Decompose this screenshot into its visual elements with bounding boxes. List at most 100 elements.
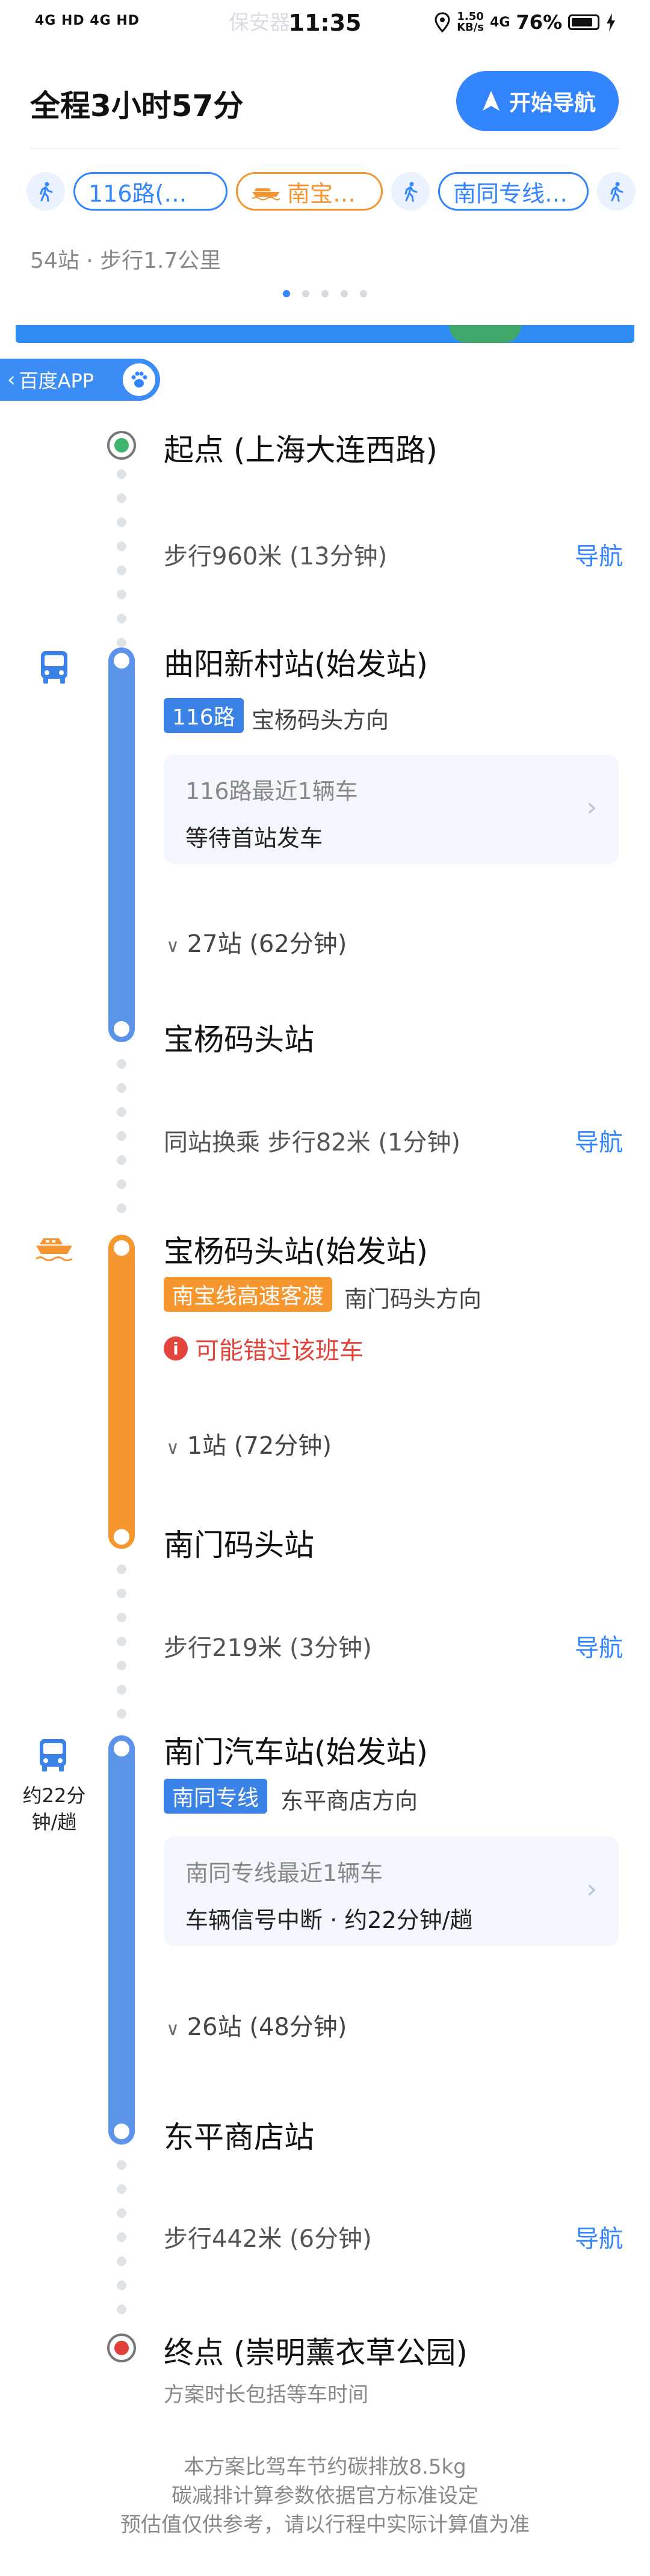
start-navigation-button[interactable]: 开始导航: [456, 71, 619, 131]
station-node: [111, 2120, 132, 2142]
status-time: 11:35: [288, 10, 362, 36]
chip-bus-116[interactable]: 116路(…: [73, 172, 228, 211]
direction-ferry: 南门码头方向: [344, 1286, 482, 1312]
walk-dot: [117, 2208, 126, 2218]
carbon-line-3: 预估值仅供参考，请以行程中实际计算值为准: [120, 2513, 530, 2537]
station-node: [111, 1018, 132, 1040]
walk-dot: [117, 2160, 126, 2170]
walk-dot: [117, 2232, 126, 2242]
walk-chip-icon: [391, 172, 430, 211]
walk-dot: [117, 1564, 126, 1574]
end-point: 终点 (崇明薰衣草公园): [164, 2335, 468, 2370]
station-baoyang-ferry: 宝杨码头站(始发站): [164, 1234, 429, 1269]
end-note: 方案时长包括等车时间: [164, 2383, 368, 2407]
walk-dot: [117, 1661, 126, 1670]
walk-chip-icon: [597, 172, 636, 211]
stops-expander-ferry[interactable]: ∨ 1站 (72分钟): [166, 1432, 332, 1460]
direction-nantong: 东平商店方向: [280, 1788, 418, 1814]
route-summary: 54站 · 步行1.7公里: [30, 249, 221, 273]
realtime-bus-card-116[interactable]: 116路最近1辆车 等待首站发车 ›: [164, 755, 619, 864]
route-header: 全程3小时57分 开始导航 116路(… 南宝… 南同专线… 54站 · 步行1…: [0, 52, 650, 317]
total-duration: 全程3小时57分: [30, 88, 244, 123]
station-quyang: 曲阳新村站(始发站): [164, 647, 429, 682]
back-chevron-icon: ‹: [7, 368, 16, 392]
station-dongping: 东平商店站: [164, 2120, 314, 2155]
battery-percent: 76%: [516, 11, 562, 34]
walk-dot: [117, 517, 126, 527]
walk-dot: [117, 1685, 126, 1694]
charging-icon: [607, 13, 615, 31]
bus-line-116-track: [108, 647, 135, 1042]
navigation-arrow-icon: [482, 91, 500, 111]
walk-dot: [117, 1083, 126, 1093]
chevron-down-icon: ∨: [166, 1438, 179, 1459]
ferry-icon: [35, 1235, 73, 1266]
station-nanmen-pier: 南门码头站: [164, 1528, 314, 1563]
walk-dot: [117, 1131, 126, 1141]
walk-dot: [117, 2256, 126, 2266]
station-node: [111, 1738, 132, 1759]
line-tag-nantong[interactable]: 南同专线: [164, 1779, 268, 1814]
walk-chip-icon: [26, 172, 65, 211]
walk-dot: [117, 1203, 126, 1213]
walk-dot: [117, 1059, 126, 1069]
walk-dot: [117, 566, 126, 575]
chevron-right-icon: ›: [586, 1874, 597, 1904]
ferry-chip-icon: [252, 188, 280, 200]
walk-step-4: 步行442米 (6分钟): [164, 2225, 372, 2253]
bus-icon: [37, 1738, 69, 1776]
realtime-bus-card-nantong[interactable]: 南同专线最近1辆车 车辆信号中断 · 约22分钟/趟 ›: [164, 1836, 619, 1946]
page-dot: [341, 290, 348, 297]
walk-dot: [117, 614, 126, 623]
carbon-line-2: 碳减排计算参数依据官方标准设定: [172, 2484, 478, 2508]
walk-nav-link-4[interactable]: 导航: [575, 2225, 623, 2253]
carbon-footer: 本方案比驾车节约碳排放8.5kg 碳减排计算参数依据官方标准设定 预估值仅供参考…: [0, 2453, 650, 2539]
line-tag-ferry[interactable]: 南宝线高速客渡: [164, 1277, 333, 1312]
stops-expander-nantong[interactable]: ∨ 26站 (48分钟): [166, 2013, 347, 2041]
station-nanmen-bus: 南门汽车站(始发站): [164, 1735, 429, 1770]
missed-ferry-warning: i 可能错过该班车: [164, 1331, 364, 1366]
line-tag-116[interactable]: 116路: [164, 698, 244, 733]
promo-banner[interactable]: [16, 325, 634, 343]
carbon-line-1: 本方案比驾车节约碳排放8.5kg: [184, 2455, 466, 2479]
warning-icon: i: [164, 1336, 188, 1361]
walk-nav-link-3[interactable]: 导航: [575, 1634, 623, 1662]
walk-dot: [117, 493, 126, 503]
end-marker-icon: [107, 2334, 136, 2362]
walk-nav-link-2[interactable]: 导航: [575, 1129, 623, 1157]
ferry-line-track: [108, 1235, 135, 1549]
station-baoyang: 宝杨码头站: [164, 1022, 314, 1057]
baidu-app-badge[interactable]: ‹ 百度APP: [0, 359, 160, 401]
bus-icon: [39, 650, 70, 688]
chip-bus-nantong[interactable]: 南同专线…: [438, 172, 589, 211]
page-indicator: [0, 290, 650, 297]
walk-dot: [117, 1709, 126, 1719]
station-node: [111, 1237, 132, 1259]
chip-ferry[interactable]: 南宝…: [236, 172, 383, 211]
battery-icon: [568, 14, 599, 30]
walk-dot: [117, 1107, 126, 1117]
start-point: 起点 (上海大连西路): [164, 433, 438, 468]
walk-dot: [117, 469, 126, 479]
walk-dot: [117, 1637, 126, 1646]
chevron-down-icon: ∨: [166, 2019, 179, 2040]
bus-frequency: 约22分 钟/趟: [22, 1784, 86, 1833]
stops-expander-116[interactable]: ∨ 27站 (62分钟): [166, 930, 347, 958]
walk-dot: [117, 2305, 126, 2314]
network-type: 4G: [490, 14, 510, 30]
bus-line-nantong-track: [108, 1735, 135, 2145]
walk-step-3: 步行219米 (3分钟): [164, 1634, 372, 1662]
page-dot: [360, 290, 367, 297]
walk-dot: [117, 1613, 126, 1622]
walk-nav-link-1[interactable]: 导航: [575, 543, 623, 570]
segment-chips[interactable]: 116路(… 南宝… 南同专线…: [26, 172, 636, 211]
station-node: [111, 1526, 132, 1548]
header-divider: [30, 148, 620, 149]
walk-dot: [117, 542, 126, 551]
walk-step-1: 步行960米 (13分钟): [164, 543, 388, 570]
baidu-paw-icon: [123, 363, 155, 396]
location-icon: [435, 12, 450, 32]
